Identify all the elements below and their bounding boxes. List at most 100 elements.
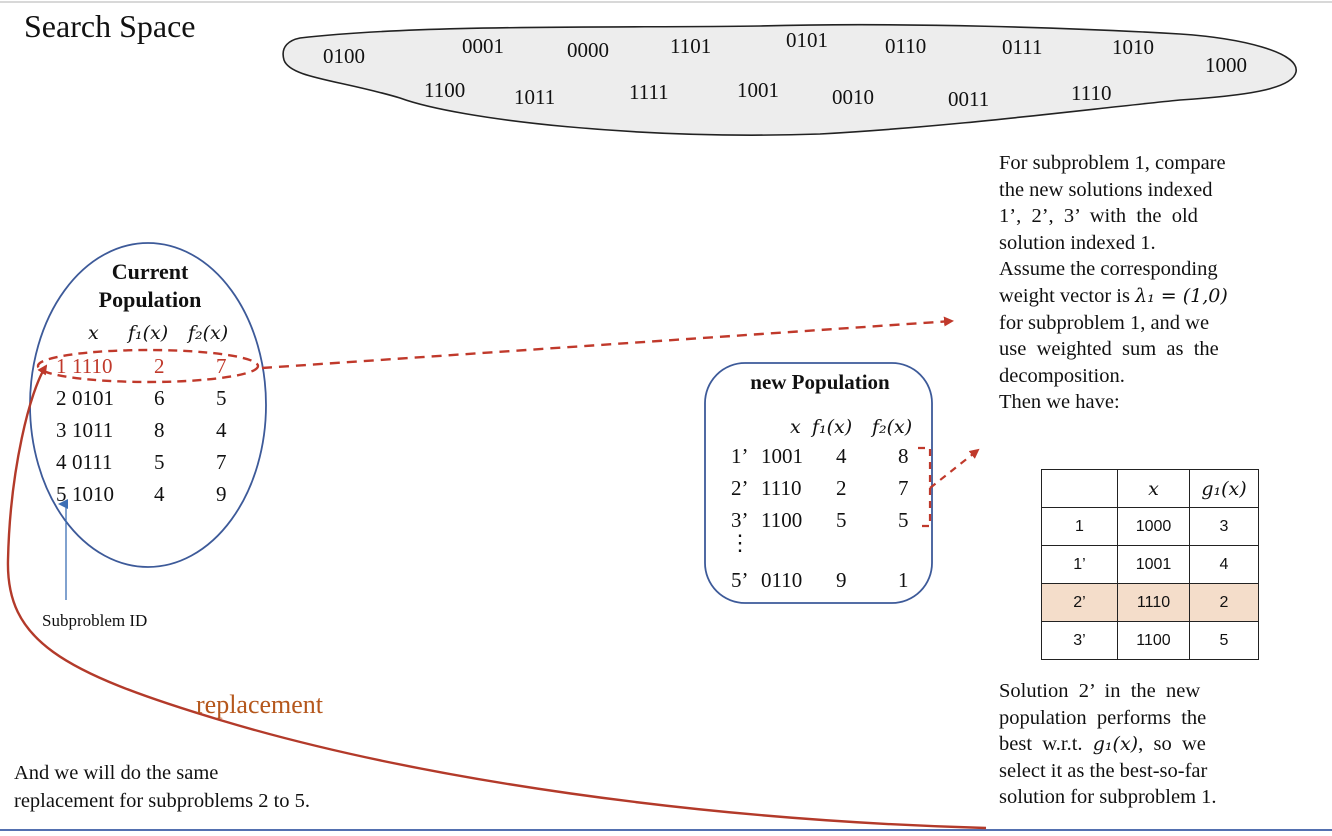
text-line: solution indexed 1. (999, 231, 1156, 254)
col-f2: f₂(x) (188, 322, 229, 344)
table-row: 1 1000 3 (1041, 507, 1259, 546)
lambda-formula: λ₁ = (1,0) (1135, 284, 1228, 307)
ss-code: 0001 (462, 34, 504, 58)
ss-code: 1010 (1112, 35, 1154, 59)
table-row: 3’ 1100 5 (1041, 621, 1259, 660)
cell: 3’ (1041, 621, 1118, 660)
row-id: 5 (56, 482, 67, 506)
ss-code: 1101 (670, 34, 712, 58)
text-line: solution for subproblem 1. (999, 786, 1217, 809)
text-line: And we will do the same (14, 762, 219, 784)
ss-code: 1001 (737, 78, 779, 102)
row-f2: 4 (216, 418, 227, 442)
cell: 4 (1189, 545, 1259, 584)
row-x: 0110 (761, 568, 803, 592)
text-line: population performs the (999, 706, 1207, 729)
row-f1: 4 (836, 444, 847, 468)
row-f2: 8 (898, 444, 909, 468)
ss-code: 0011 (948, 87, 990, 111)
row-id: 4 (56, 450, 67, 474)
text-line: weight vector is λ₁ = (1,0) (999, 283, 1289, 310)
row-f2: 7 (216, 450, 227, 474)
replacement-label: replacement (196, 690, 324, 719)
ss-code: 0010 (832, 85, 874, 109)
text-line: decomposition. (999, 364, 1125, 387)
row-id: 2 (56, 386, 67, 410)
row-x: 1110 (761, 476, 802, 500)
cell: 1 (1041, 507, 1118, 546)
row-id: 3 (56, 418, 67, 442)
row-f1: 8 (154, 418, 165, 442)
bracket-arrow (929, 448, 980, 489)
header-cell (1041, 469, 1118, 508)
text-part: , so we (1138, 733, 1206, 756)
row-f2: 9 (216, 482, 227, 506)
header-cell: x (1117, 469, 1190, 508)
col-f2: f₂(x) (872, 416, 913, 438)
text-part: weight vector is (999, 284, 1136, 307)
row-f1: 5 (836, 508, 847, 532)
ss-code: 0111 (1002, 35, 1043, 59)
compare-arrow (261, 316, 954, 370)
heading-line: Population (98, 287, 202, 312)
row-x: 1010 (72, 482, 114, 506)
replacement-curve (6, 364, 987, 830)
g1-formula: g₁(x) (1092, 733, 1139, 756)
cell: 1110 (1117, 583, 1190, 622)
new-population-box (704, 362, 933, 604)
row-f1: 4 (154, 482, 165, 506)
subproblem-id-label: Subproblem ID (42, 611, 148, 630)
cell: 1’ (1041, 545, 1118, 584)
cell: 3 (1189, 507, 1259, 546)
row-f1: 2 (836, 476, 847, 500)
row-x: 1100 (761, 508, 803, 532)
ss-code: 1110 (1071, 81, 1112, 105)
ss-code: 1000 (1205, 53, 1247, 77)
g-table: x g₁(x) 1 1000 3 1’ 1001 4 2’ 1110 2 3’ … (1041, 469, 1259, 660)
cell: 5 (1189, 621, 1259, 660)
col-f1: f₁(x) (812, 416, 853, 438)
row-f1: 5 (154, 450, 165, 474)
conclusion-text: Solution 2’ in the new population perfor… (999, 678, 1289, 811)
cell: 1001 (1117, 545, 1190, 584)
row-f1: 2 (154, 354, 165, 378)
row-x: 1110 (72, 354, 113, 378)
text-line: Solution 2’ in the new (999, 680, 1201, 702)
row-f2: 7 (898, 476, 909, 500)
col-x: x (88, 322, 99, 344)
row-id: 1’ (731, 444, 749, 468)
text-line: For subproblem 1, compare (999, 152, 1226, 174)
row-f1: 9 (836, 568, 847, 592)
cell: 2 (1189, 583, 1259, 622)
cell: 1100 (1117, 621, 1190, 660)
col-x: x (790, 416, 801, 438)
explanation-text: For subproblem 1, compare the new soluti… (999, 150, 1289, 416)
ss-code: 1111 (629, 80, 669, 104)
row-f1: 6 (154, 386, 165, 410)
row-f2: 5 (216, 386, 227, 410)
ellipsis: ⋮ (729, 530, 751, 555)
text-line: 1’, 2’, 3’ with the old (999, 205, 1198, 228)
search-space-blob (282, 23, 1297, 136)
row-x: 1001 (761, 444, 803, 468)
ss-code: 0110 (885, 34, 927, 58)
text-line: replacement for subproblems 2 to 5. (14, 790, 311, 812)
cell: 2’ (1041, 583, 1118, 622)
row-f2: 5 (898, 508, 909, 532)
ss-code: 0100 (323, 44, 365, 68)
cell: 1000 (1117, 507, 1190, 546)
page-title: Search Space (24, 8, 196, 44)
new-population-bracket (918, 446, 932, 528)
ss-code: 0000 (567, 38, 609, 62)
new-population-heading: new Population (750, 370, 890, 394)
heading-line: Current (111, 259, 189, 284)
row-x: 0111 (72, 450, 113, 474)
row-x: 1011 (72, 418, 114, 442)
row-id: 5’ (731, 568, 749, 592)
row-f2: 1 (898, 568, 909, 592)
text-line: the new solutions indexed (999, 178, 1213, 201)
text-part: best w.r.t. (999, 733, 1093, 756)
ss-code: 1100 (424, 78, 466, 102)
ss-code: 0101 (786, 28, 828, 52)
